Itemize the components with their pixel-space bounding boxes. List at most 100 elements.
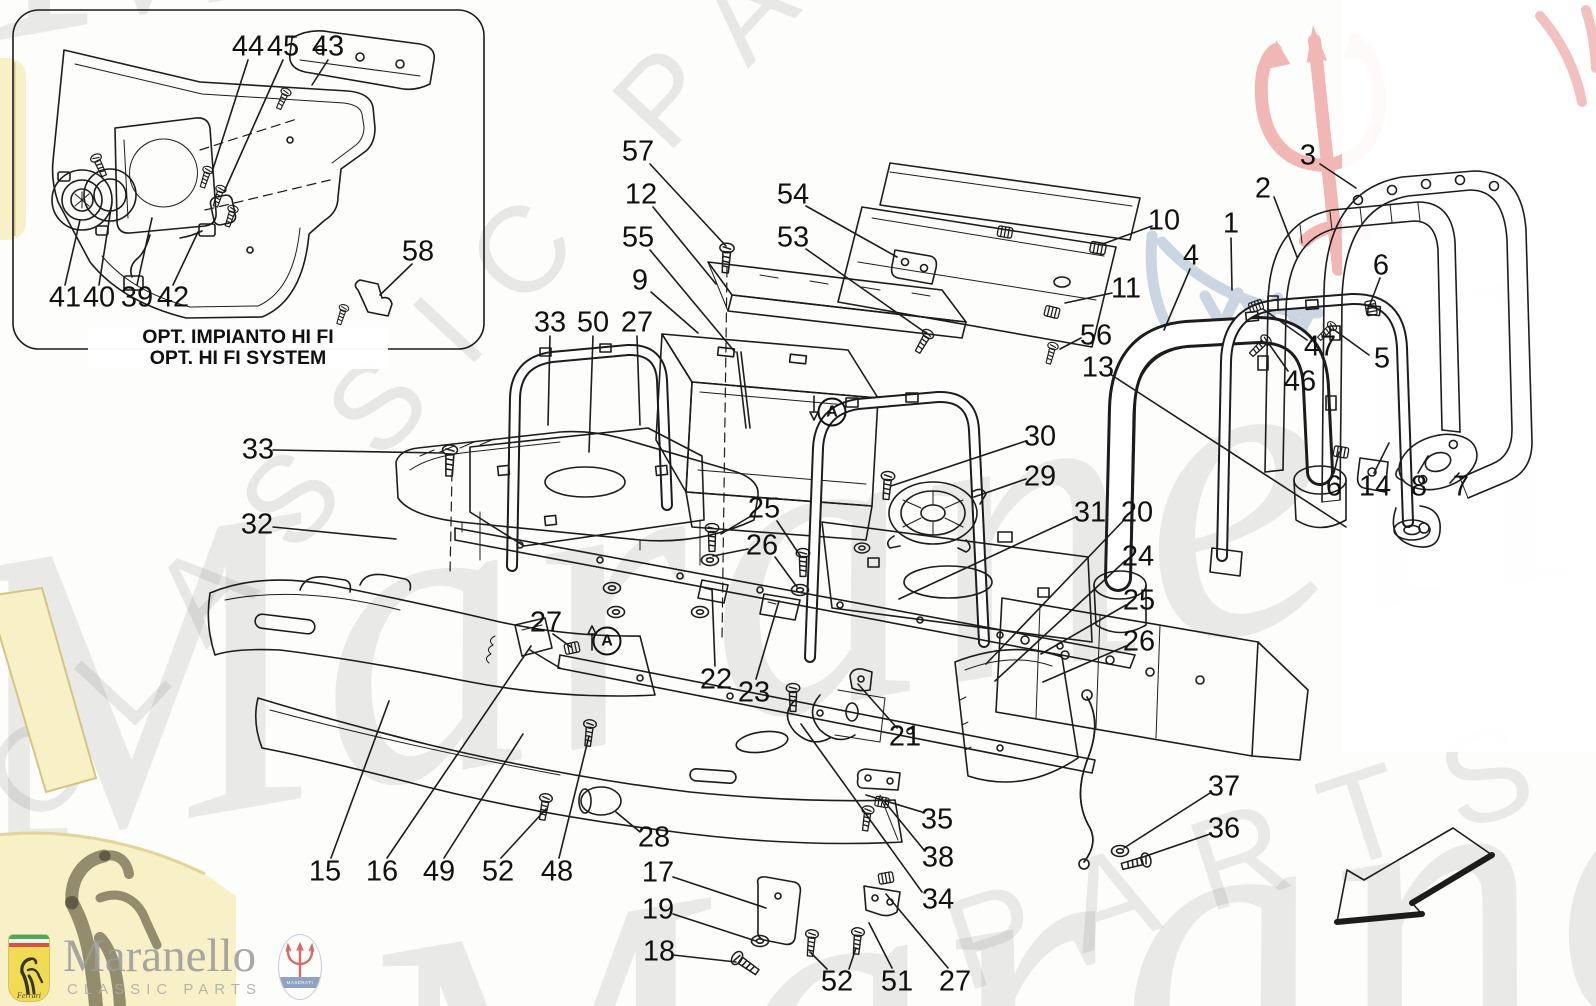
part-callout-33[interactable]: 33 xyxy=(533,306,567,339)
leader-lines-main xyxy=(272,163,1460,970)
part-callout-2[interactable]: 2 xyxy=(1254,172,1272,205)
brand-subtitle: CLASSIC PARTS xyxy=(67,981,262,998)
sill-trim-assembly xyxy=(207,573,903,845)
part-callout-33[interactable]: 33 xyxy=(241,433,275,466)
prancing-horse-icon xyxy=(20,957,44,995)
part-callout-26[interactable]: 26 xyxy=(745,529,779,562)
maserati-badge-logo[interactable]: MASERATI xyxy=(277,934,322,1000)
part-callout-13[interactable]: 13 xyxy=(1081,351,1115,384)
part-callout-21[interactable]: 21 xyxy=(888,720,922,753)
prancing-horse-watermark xyxy=(65,849,162,1006)
part-callout-52[interactable]: 52 xyxy=(820,965,854,998)
part-callout-57[interactable]: 57 xyxy=(621,135,655,168)
part-callout-55[interactable]: 55 xyxy=(621,221,655,254)
left-roll-bar-assembly xyxy=(469,343,710,619)
part-callout-17[interactable]: 17 xyxy=(641,856,675,889)
parcel-shelf-assembly xyxy=(837,162,1141,356)
view-marker-A: A xyxy=(817,397,847,427)
part-callout-27[interactable]: 27 xyxy=(529,606,563,639)
part-callout-42[interactable]: 42 xyxy=(156,281,190,314)
footer-logo: Ferrari Maranello CLASSIC PARTS MASERATI xyxy=(8,930,322,1002)
part-callout-34[interactable]: 34 xyxy=(921,883,955,916)
rear-arch-group xyxy=(1042,170,1533,634)
tray-assembly xyxy=(395,430,759,576)
white-band xyxy=(1342,0,1596,752)
part-callout-27[interactable]: 27 xyxy=(938,965,972,998)
part-callout-18[interactable]: 18 xyxy=(642,935,676,968)
part-callout-7[interactable]: 7 xyxy=(1452,470,1470,503)
view-marker-A: A xyxy=(592,626,622,656)
marker-arrows xyxy=(587,395,819,651)
part-callout-25[interactable]: 25 xyxy=(1122,584,1156,617)
part-callout-51[interactable]: 51 xyxy=(880,965,914,998)
part-callout-26[interactable]: 26 xyxy=(1122,625,1156,658)
part-callout-3[interactable]: 3 xyxy=(1299,139,1317,172)
part-callout-14[interactable]: 14 xyxy=(1358,470,1392,503)
part-callout-1[interactable]: 1 xyxy=(1222,207,1240,240)
part-callout-27[interactable]: 27 xyxy=(620,306,654,339)
bottom-bracket-group xyxy=(728,870,901,979)
brand-name: Maranello xyxy=(63,930,257,982)
lower-right-frame xyxy=(786,597,1309,875)
part-callout-12[interactable]: 12 xyxy=(624,178,658,211)
part-callout-23[interactable]: 23 xyxy=(737,676,771,709)
part-callout-25[interactable]: 25 xyxy=(747,492,781,525)
part-callout-48[interactable]: 48 xyxy=(540,855,574,888)
part-callout-31[interactable]: 31 xyxy=(1073,496,1107,529)
part-callout-15[interactable]: 15 xyxy=(308,855,342,888)
part-callout-30[interactable]: 30 xyxy=(1023,420,1057,453)
maserati-label: MASERATI xyxy=(278,977,321,988)
part-callout-20[interactable]: 20 xyxy=(1120,496,1154,529)
part-callout-11[interactable]: 11 xyxy=(1110,272,1142,305)
ferrari-label: Ferrari xyxy=(17,991,41,1000)
part-callout-29[interactable]: 29 xyxy=(1023,460,1057,493)
right-roll-bar-assembly xyxy=(804,391,1093,663)
direction-arrow-icon xyxy=(1334,827,1495,925)
part-callout-5[interactable]: 5 xyxy=(1373,342,1391,375)
maserati-trident-icon xyxy=(285,941,315,980)
part-callout-6[interactable]: 6 xyxy=(1325,470,1343,503)
part-callout-22[interactable]: 22 xyxy=(699,663,733,696)
ferrari-shield-logo[interactable]: Ferrari xyxy=(8,934,50,1002)
inset-caption: OPT. IMPIANTO HI FI OPT. HI FI SYSTEM xyxy=(88,327,388,369)
part-callout-41[interactable]: 41 xyxy=(48,281,82,314)
part-callout-6[interactable]: 6 xyxy=(1372,249,1390,282)
part-callout-50[interactable]: 50 xyxy=(576,306,610,339)
part-callout-16[interactable]: 16 xyxy=(365,855,399,888)
part-callout-28[interactable]: 28 xyxy=(637,821,671,854)
part-callout-19[interactable]: 19 xyxy=(641,893,675,926)
part-callout-52[interactable]: 52 xyxy=(481,855,515,888)
part-callout-24[interactable]: 24 xyxy=(1121,540,1155,573)
part-callout-36[interactable]: 36 xyxy=(1207,812,1241,845)
part-callout-37[interactable]: 37 xyxy=(1207,770,1241,803)
part-callout-32[interactable]: 32 xyxy=(240,508,274,541)
leader-lines-inset xyxy=(64,59,413,296)
ferrari-shield-watermark-bottom xyxy=(0,831,236,1006)
part-callout-45[interactable]: 45 xyxy=(266,30,300,63)
part-callout-43[interactable]: 43 xyxy=(311,30,345,63)
part-callout-58[interactable]: 58 xyxy=(401,235,435,268)
part-callout-40[interactable]: 40 xyxy=(82,281,116,314)
ferrari-shield-watermark-middle xyxy=(0,586,98,794)
part-callout-9[interactable]: 9 xyxy=(631,264,649,297)
part-callout-54[interactable]: 54 xyxy=(776,178,810,211)
part-callout-38[interactable]: 38 xyxy=(921,841,955,874)
part-callout-56[interactable]: 56 xyxy=(1079,319,1113,352)
part-callout-49[interactable]: 49 xyxy=(422,855,456,888)
part-callout-10[interactable]: 10 xyxy=(1147,204,1181,237)
part-callout-46[interactable]: 46 xyxy=(1283,365,1317,398)
part-callout-8[interactable]: 8 xyxy=(1410,470,1428,503)
part-callout-35[interactable]: 35 xyxy=(920,803,954,836)
part-callout-53[interactable]: 53 xyxy=(776,221,810,254)
part-callout-4[interactable]: 4 xyxy=(1182,239,1200,272)
part-callout-44[interactable]: 44 xyxy=(231,30,265,63)
mount-hardware-middle xyxy=(697,522,811,713)
inset-caption-line1: OPT. IMPIANTO HI FI xyxy=(142,326,334,348)
inset-caption-line2: OPT. HI FI SYSTEM xyxy=(149,347,327,369)
brand-block[interactable]: Maranello CLASSIC PARTS xyxy=(63,930,262,999)
part-callout-39[interactable]: 39 xyxy=(120,281,154,314)
part-callout-47[interactable]: 47 xyxy=(1303,330,1337,363)
